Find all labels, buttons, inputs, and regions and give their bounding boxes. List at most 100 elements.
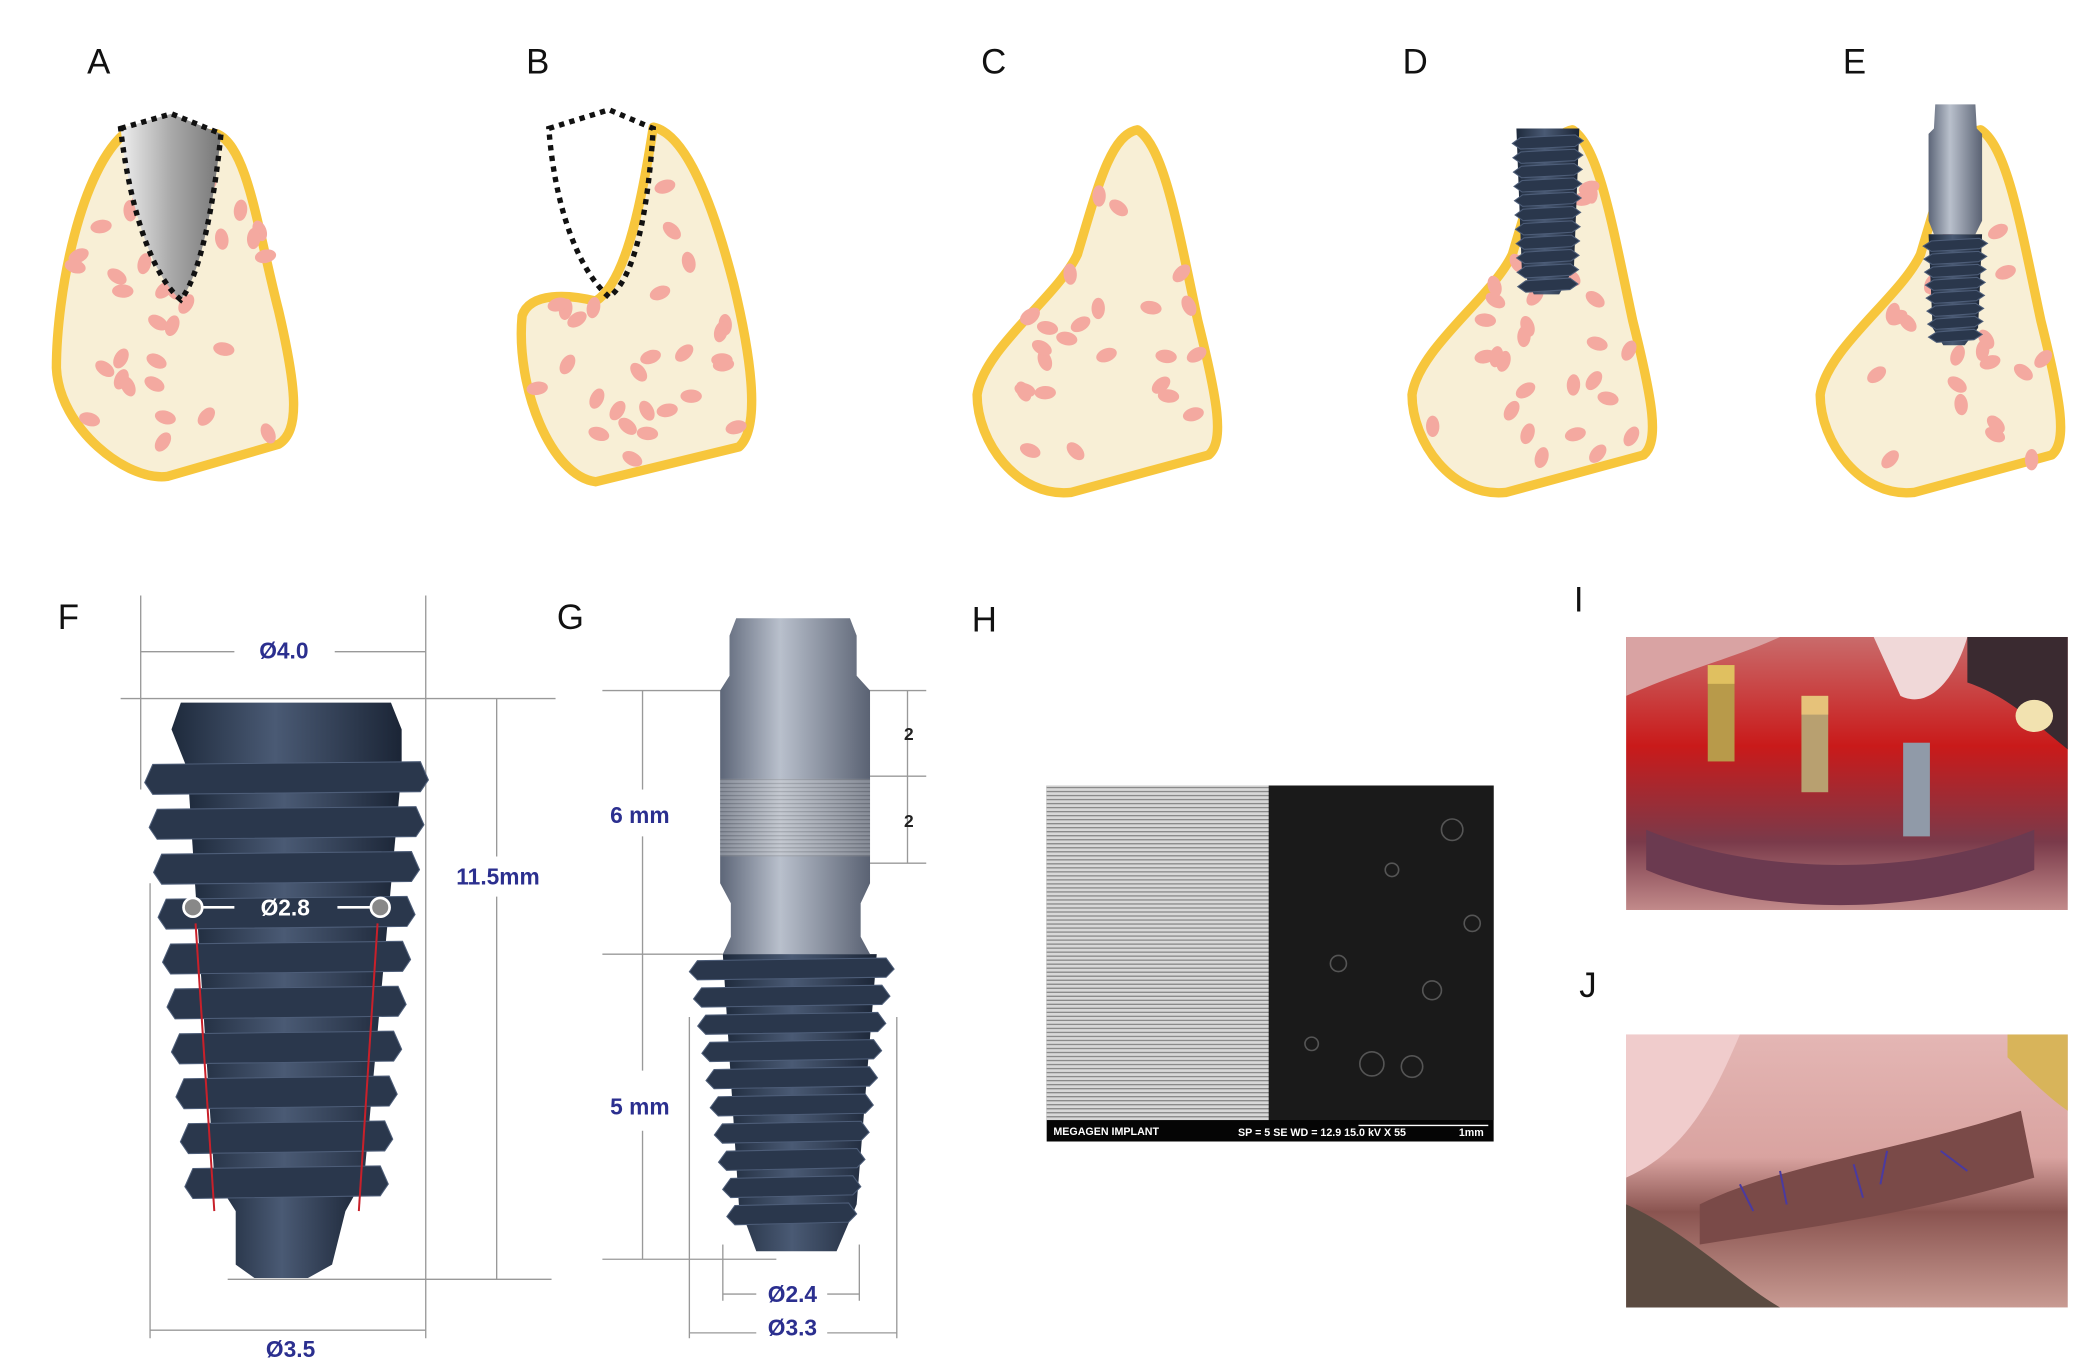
implant-thread <box>1511 134 1585 150</box>
sem-image: MEGAGEN IMPLANT SP = 5 SE WD = 12.9 15.0… <box>1046 785 1494 1142</box>
bone-spot <box>95 360 115 378</box>
implant-thread <box>701 1039 883 1063</box>
bone-spot <box>1950 345 1965 366</box>
bone-spot <box>609 400 626 421</box>
bone-spot <box>1503 400 1520 421</box>
implant-thread <box>1514 220 1582 236</box>
bone-spots <box>526 179 747 467</box>
implant-with-abutment-icon <box>1922 104 1989 346</box>
clinical-photo-implants-placed <box>1626 636 2068 910</box>
bone-spot <box>1586 336 1608 351</box>
bone-spot <box>654 179 676 194</box>
implant-thread <box>1926 315 1984 330</box>
bone-spot <box>618 417 637 435</box>
implant-thread <box>1513 191 1583 207</box>
bone-spot <box>622 451 643 467</box>
bone-spot <box>254 249 277 264</box>
bone-spot <box>1520 423 1535 445</box>
bone-spot <box>2034 349 2053 368</box>
dim-top-diameter: Ø4.0 <box>259 637 308 663</box>
bone-spot <box>90 219 112 234</box>
bone-spot <box>1066 442 1085 461</box>
bone-spot <box>246 227 261 250</box>
implant-thread <box>1922 237 1989 252</box>
bone-spot <box>1036 320 1059 335</box>
bone-spot <box>154 410 176 425</box>
implant-thread <box>1926 302 1985 317</box>
bone-spot <box>681 251 696 273</box>
implant-thread <box>688 957 895 981</box>
implant-thread <box>692 984 891 1008</box>
panel-label-g: G <box>557 599 584 637</box>
implant-thread <box>148 806 425 840</box>
bone-spot <box>1034 386 1056 400</box>
implant-thread <box>709 1093 875 1117</box>
bone-spot <box>630 362 648 382</box>
implant-thread <box>175 1075 398 1110</box>
bone-spot <box>725 420 747 435</box>
bone-spot <box>214 228 229 250</box>
bone-spot <box>2013 363 2033 381</box>
bone-spot <box>1063 263 1077 285</box>
bone-panel-a <box>51 110 299 482</box>
dim-outer-diameter: Ø3.3 <box>768 1315 817 1341</box>
panel-label-c: C <box>981 44 1006 82</box>
bone-spot <box>113 348 129 369</box>
panel-label-b: B <box>526 44 549 82</box>
bone-spot <box>547 297 569 312</box>
bone-panel-c <box>972 125 1223 498</box>
bone-spot <box>233 199 248 221</box>
dim-segment-1: 2 <box>904 724 914 744</box>
dim-lower-length: 5 mm <box>610 1094 669 1120</box>
bone-panel-b <box>516 106 757 487</box>
bone-panel-d <box>1407 125 1658 498</box>
bone-spot <box>112 284 134 298</box>
bone-spots <box>1867 223 2053 471</box>
bone-spot <box>1092 185 1106 207</box>
bone-spot <box>1172 264 1191 283</box>
bone-spot <box>589 388 605 409</box>
bone-spot <box>137 253 152 275</box>
implant-thread <box>1513 177 1583 193</box>
bone-spot <box>1597 391 1619 406</box>
bone-spot <box>1534 447 1549 469</box>
bone-spot <box>680 389 702 403</box>
bone-spot <box>526 381 548 396</box>
bone-spot <box>178 294 195 314</box>
dim-bottom-diameter: Ø3.5 <box>266 1336 316 1362</box>
implant-thread <box>1927 328 1984 343</box>
bone-spot <box>1496 350 1511 372</box>
dim-upper-length: 6 mm <box>610 802 669 828</box>
bone-spot <box>1515 382 1536 399</box>
bone-spot <box>1070 316 1091 333</box>
bone-spot <box>675 344 694 362</box>
clinical-photo-sutured <box>1626 1034 2068 1308</box>
bone-spot <box>1986 415 2005 434</box>
implant-thread <box>1516 263 1580 279</box>
panel-label-e: E <box>1843 44 1866 82</box>
implant-thread <box>170 1030 403 1065</box>
bone-spot <box>567 311 587 328</box>
bone-spot <box>64 259 86 274</box>
bone-spot <box>213 342 235 356</box>
bone-spot <box>649 285 671 301</box>
panel-label-i: I <box>1574 582 1584 620</box>
panel-label-j: J <box>1579 967 1596 1005</box>
implant-thread <box>1925 289 1986 304</box>
bone-spot <box>1585 290 1605 308</box>
panel-label-d: D <box>1403 44 1428 82</box>
bone-spot <box>79 412 101 427</box>
bone-spot <box>639 400 655 421</box>
bone-spot <box>197 407 216 426</box>
bone-spot <box>1140 300 1162 315</box>
bone-spot <box>1621 340 1637 361</box>
bone-spot <box>636 426 659 441</box>
implant-thread <box>161 940 412 975</box>
bone-spot <box>1186 346 1207 363</box>
implant-thread <box>179 1120 394 1155</box>
implant-icon <box>1511 128 1585 295</box>
bone-spot <box>1887 309 1908 326</box>
bone-spot <box>1954 393 1968 416</box>
implant-thread <box>1511 148 1584 164</box>
